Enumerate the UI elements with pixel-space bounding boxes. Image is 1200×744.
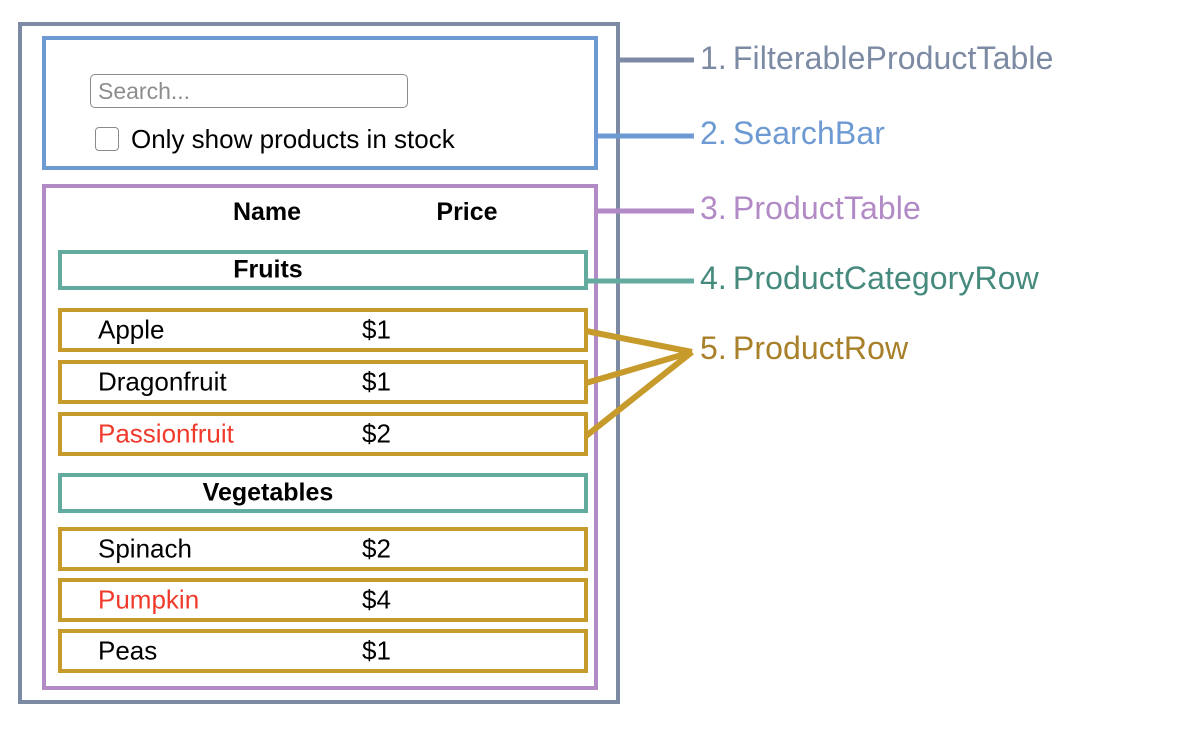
legend-item-3: 3.ProductTable: [700, 192, 921, 224]
product-name: Spinach: [98, 533, 192, 564]
product-price: $1: [362, 366, 391, 397]
product-price: $2: [362, 533, 391, 564]
product-category-label: Vegetables: [202, 478, 334, 507]
legend-item-1: 1.FilterableProductTable: [700, 42, 1053, 74]
product-name: Passionfruit: [98, 418, 234, 449]
product-row: Passionfruit $2: [58, 412, 588, 456]
legend-item-5: 5.ProductRow: [700, 332, 908, 364]
product-table-header: Name Price: [42, 198, 598, 238]
legend-number: 1.: [700, 40, 727, 76]
product-row: Peas $1: [58, 629, 588, 673]
only-in-stock-checkbox-row[interactable]: Only show products in stock: [95, 126, 455, 152]
product-price: $4: [362, 584, 391, 615]
legend-label: ProductRow: [732, 330, 909, 366]
legend-number: 5.: [700, 330, 727, 366]
product-name: Dragonfruit: [98, 366, 227, 397]
legend-item-2: 2.SearchBar: [700, 117, 885, 149]
legend-label: SearchBar: [732, 115, 885, 151]
legend-label: ProductCategoryRow: [732, 260, 1039, 296]
legend-number: 4.: [700, 260, 727, 296]
product-name: Pumpkin: [98, 584, 200, 615]
product-category-row: Vegetables: [58, 473, 588, 513]
legend-label: ProductTable: [732, 190, 921, 226]
product-price: $1: [362, 635, 391, 666]
product-price: $1: [362, 314, 391, 345]
legend-number: 3.: [700, 190, 727, 226]
product-row: Spinach $2: [58, 527, 588, 571]
checkbox-icon[interactable]: [95, 127, 119, 151]
only-in-stock-label: Only show products in stock: [131, 124, 455, 154]
product-row: Dragonfruit $1: [58, 360, 588, 404]
product-category-label: Fruits: [233, 255, 303, 284]
product-row: Pumpkin $4: [58, 578, 588, 622]
search-input[interactable]: [90, 74, 408, 108]
legend-label: FilterableProductTable: [732, 40, 1054, 76]
legend-item-4: 4.ProductCategoryRow: [700, 262, 1039, 294]
column-header-price: Price: [436, 198, 498, 226]
product-name: Peas: [98, 635, 158, 666]
product-row: Apple $1: [58, 308, 588, 352]
product-category-row: Fruits: [58, 250, 588, 290]
product-name: Apple: [98, 314, 165, 345]
legend-number: 2.: [700, 115, 727, 151]
column-header-name: Name: [232, 198, 302, 226]
product-price: $2: [362, 418, 391, 449]
